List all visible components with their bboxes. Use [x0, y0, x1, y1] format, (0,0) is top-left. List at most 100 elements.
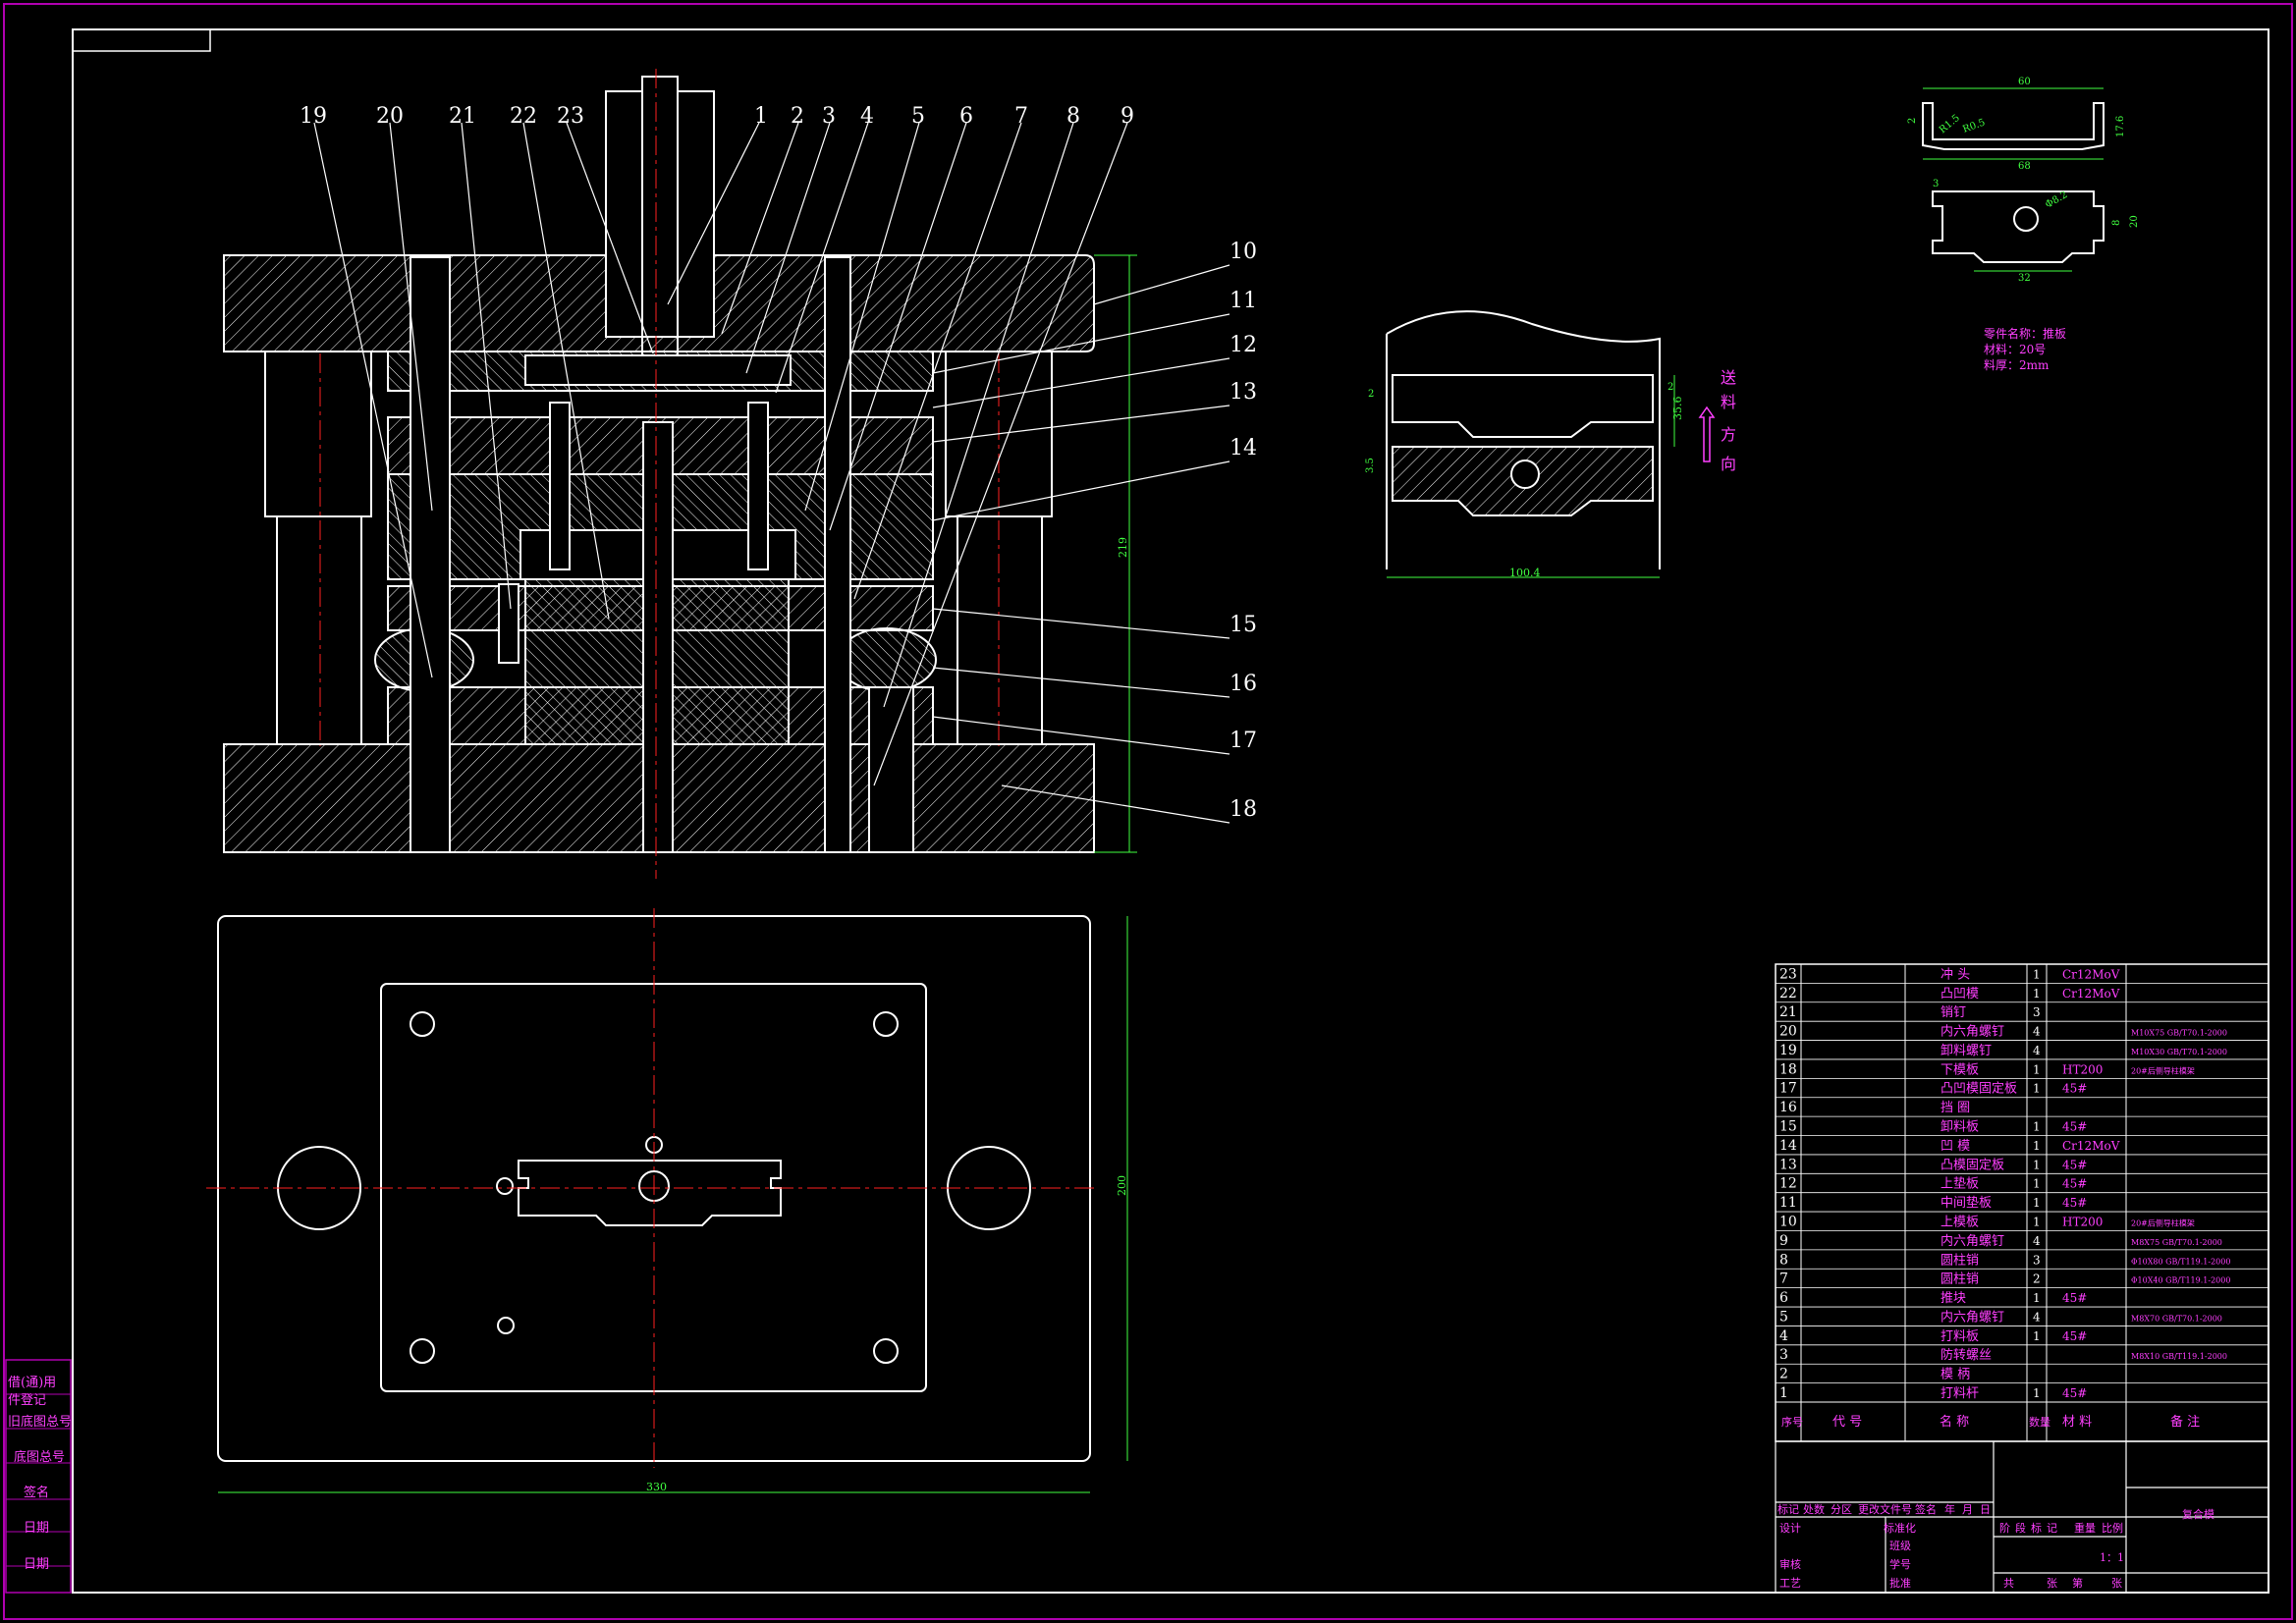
part-radius-right: R0.5 [1961, 117, 1987, 135]
callout-4: 4 [860, 104, 874, 129]
bom-name-cell: 打料杆 [1941, 1386, 1979, 1401]
plan-width-dimension: 330 [646, 1481, 667, 1493]
strip-boundary [1386, 310, 1661, 569]
feed-direction: 送 料 方 向 [1721, 368, 1736, 473]
bom-material-cell: 45# [2062, 1177, 2087, 1191]
rubber-right [837, 627, 937, 692]
screw-hole-tr [873, 1011, 899, 1037]
bom-no-cell: 8 [1779, 1252, 1788, 1268]
tb-mark: 标记 [1777, 1502, 1799, 1516]
strip-width-dimension: 100.4 [1509, 567, 1541, 579]
screw-bottom [868, 686, 914, 853]
title-block [1775, 1440, 2269, 1594]
side-label: 签名 [24, 1485, 49, 1500]
bom-no-cell: 16 [1779, 1100, 1797, 1115]
bom-header-remark: 备 注 [2170, 1414, 2200, 1430]
bom-material-cell: 45# [2062, 1120, 2087, 1134]
feed-direction-char: 送 [1721, 368, 1736, 387]
feed-direction-char: 方 [1721, 425, 1736, 444]
callout-6: 6 [959, 104, 973, 129]
bom-no-cell: 23 [1779, 966, 1797, 982]
callout-19: 19 [300, 104, 327, 129]
tb-stage: 记 [2047, 1522, 2057, 1535]
strip-hole [1510, 460, 1540, 489]
part-drawing [1922, 87, 2105, 272]
stop-pin [498, 583, 519, 664]
callout-10: 10 [1230, 240, 1257, 264]
bom-qty-cell: 1 [2033, 967, 2041, 981]
callout-leaders [313, 122, 1230, 824]
part-hole [2013, 206, 2039, 232]
bom-no-cell: 4 [1779, 1328, 1788, 1344]
tb-scale: 1：1 [2100, 1551, 2124, 1564]
part-height: 17.6 [2115, 116, 2126, 137]
side-strip: 借(通)用 件登记 旧底图总号 底图总号 签名 日期 日期 [5, 1359, 72, 1594]
callout-21: 21 [449, 104, 476, 129]
part-info: 零件名称：推板 材料：20号 料厚：2mm [1984, 326, 2066, 372]
bom-no-cell: 6 [1779, 1290, 1788, 1306]
side-label: 借(通)用 [8, 1376, 56, 1390]
callout-numbers: 19 20 21 22 23 1 2 3 4 5 6 7 8 9 10 11 1… [300, 104, 1257, 822]
bom-material-cell: 45# [2062, 1329, 2087, 1343]
tb-sheets: 共 [2003, 1577, 2014, 1590]
strip-part-top [1392, 374, 1654, 438]
bom-no-cell: 11 [1779, 1195, 1797, 1211]
tb-change: 更改文件号 [1858, 1502, 1912, 1516]
bom-qty-cell: 1 [2033, 1139, 2041, 1153]
tb-process: 工艺 [1779, 1577, 1801, 1590]
bom-name-cell: 上模板 [1941, 1215, 1979, 1229]
tb-student-no: 学号 [1889, 1557, 1911, 1571]
callout-7: 7 [1014, 104, 1028, 129]
bom-name-cell: 打料板 [1941, 1329, 1979, 1344]
part-top-width: 60 [2018, 77, 2031, 87]
bom-name-cell: 卸料板 [1941, 1119, 1979, 1135]
bom-material-cell: Cr12MoV [2062, 987, 2120, 1001]
bom-header-no: 序号 [1781, 1415, 1803, 1429]
part-thickness: 2 [1907, 118, 1918, 124]
bom-material-cell: 45# [2062, 1158, 2087, 1171]
callout-14: 14 [1230, 436, 1257, 460]
pin-a [549, 402, 571, 570]
side-label: 日期 [24, 1521, 49, 1536]
feed-direction-char: 向 [1721, 455, 1736, 473]
callout-22: 22 [510, 104, 537, 129]
tb-sheets: 张 [2047, 1577, 2057, 1590]
feed-arrow-icon [1698, 406, 1716, 462]
bom-name-cell: 内六角螺钉 [1941, 1309, 2004, 1325]
part-side-c: 3 [1933, 179, 1939, 189]
bom-qty-cell: 1 [2033, 1158, 2041, 1171]
bom-header-material: 材 料 [2062, 1415, 2092, 1430]
bom-qty-cell: 3 [2033, 1253, 2041, 1267]
bom-material-cell: 45# [2062, 1291, 2087, 1305]
bom-qty-cell: 1 [2033, 1386, 2041, 1400]
bom-no-cell: 5 [1779, 1309, 1788, 1325]
bom-qty-cell: 3 [2033, 1005, 2041, 1019]
part-elevation [1922, 102, 2105, 150]
sheet-inner-frame [72, 28, 2269, 1594]
callout-16: 16 [1230, 672, 1257, 696]
part-plan [1932, 190, 2105, 263]
strip-height-dimension: 35.6 [1671, 397, 1684, 421]
bom-remark-cell: 20#后侧导柱模架 [2131, 1065, 2195, 1075]
bom-no-cell: 21 [1779, 1004, 1797, 1020]
bom-no-cell: 1 [1779, 1385, 1788, 1401]
tb-sheets: 张 [2111, 1577, 2122, 1590]
callout-1: 1 [754, 104, 768, 129]
bom-no-cell: 17 [1779, 1081, 1797, 1097]
bom-no-cell: 13 [1779, 1157, 1797, 1172]
callout-15: 15 [1230, 613, 1257, 637]
bom-name-cell: 挡 圈 [1941, 1101, 1970, 1115]
screw-hole-bl [410, 1338, 435, 1364]
bom-qty-cell: 1 [2033, 1062, 2041, 1076]
callout-12: 12 [1230, 333, 1257, 357]
tb-sheets: 第 [2072, 1576, 2083, 1590]
strip-edge-right: 2 [1667, 382, 1673, 393]
bom-remark-cell: Φ10X80 GB/T119.1-2000 [2131, 1257, 2230, 1266]
callout-11: 11 [1230, 289, 1257, 313]
bom-remark-cell: Φ10X40 GB/T119.1-2000 [2131, 1276, 2230, 1285]
bom-no-cell: 3 [1779, 1347, 1788, 1363]
part-info-line: 材料：20号 [1984, 343, 2046, 356]
callout-17: 17 [1230, 729, 1257, 753]
callout-18: 18 [1230, 797, 1257, 822]
